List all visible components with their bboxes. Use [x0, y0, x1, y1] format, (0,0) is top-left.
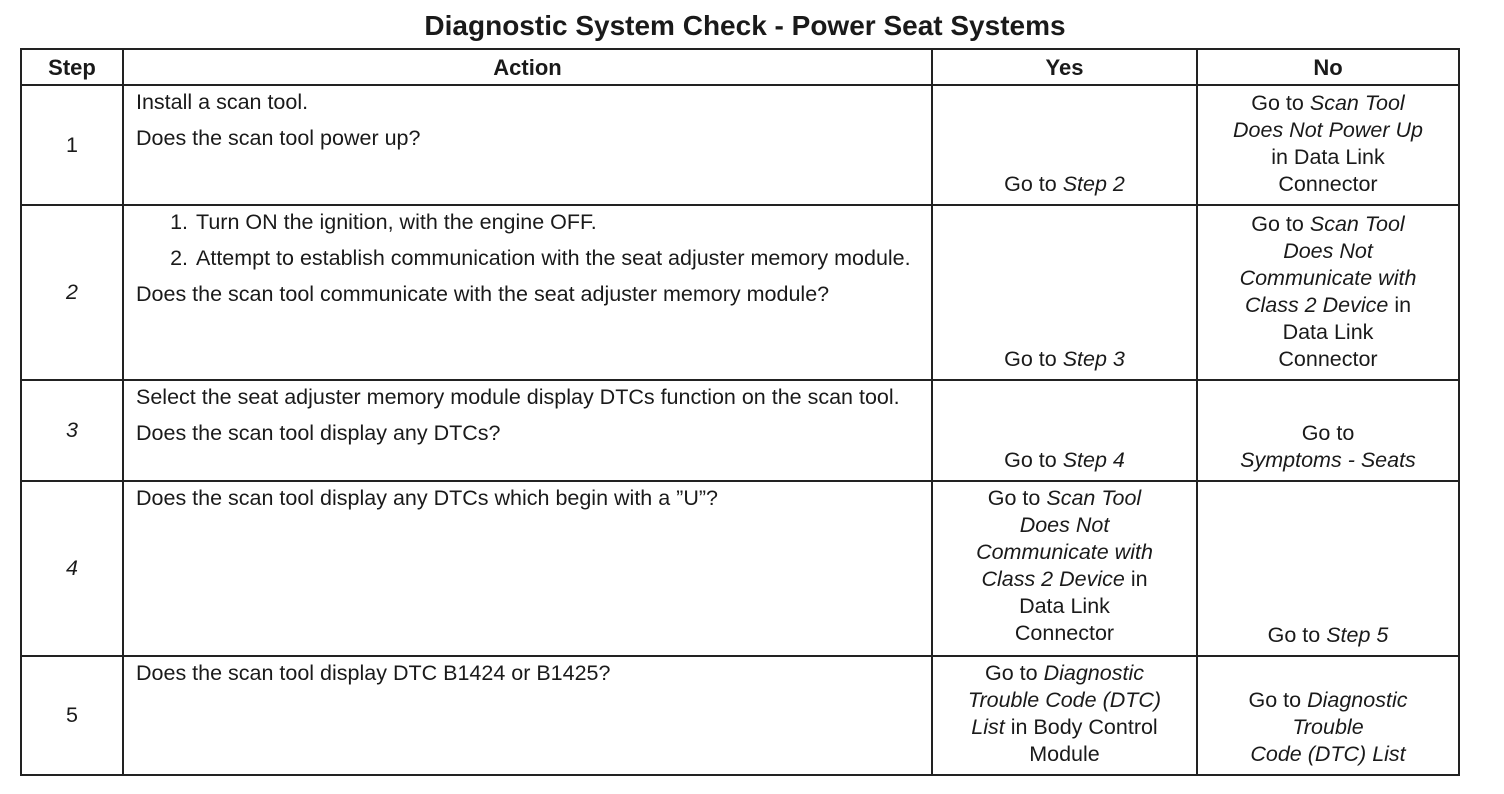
step-number: 5 [20, 655, 124, 776]
yes-suffix: Connector [1014, 621, 1115, 645]
yes-prefix: Go to [1004, 448, 1057, 472]
action-question: Does the scan tool display any DTCs? [136, 421, 501, 445]
table-row: 4 Does the scan tool display any DTCs wh… [20, 480, 1460, 657]
no-reference: Scan Tool [1309, 212, 1405, 236]
no-prefix: Go to [1301, 421, 1355, 445]
yes-reference: Step 3 [1062, 347, 1125, 371]
no-cell: Go to Step 5 [1196, 480, 1460, 657]
action-steps-list: Turn ON the ignition, with the engine OF… [136, 209, 925, 272]
yes-reference: Scan Tool [1046, 486, 1142, 510]
action-cell: Select the seat adjuster memory module d… [122, 379, 933, 482]
yes-cell: Go to Step 2 [931, 84, 1198, 206]
no-reference: Class 2 Device [1244, 293, 1389, 317]
yes-reference: Communicate with [976, 540, 1153, 564]
yes-reference: Does Not [1019, 513, 1110, 537]
list-item: Attempt to establish communication with … [194, 245, 925, 272]
no-prefix: Go to [1248, 688, 1302, 712]
no-reference: Communicate with [1239, 266, 1417, 290]
action-instruction: Select the seat adjuster memory module d… [136, 385, 900, 409]
list-item: Turn ON the ignition, with the engine OF… [194, 209, 925, 236]
header-step: Step [20, 48, 124, 86]
yes-cell: Go to Step 4 [931, 379, 1198, 482]
header-no: No [1196, 48, 1460, 86]
yes-reference: List [971, 715, 1005, 739]
table-row: 1 Install a scan tool. Does the scan too… [20, 84, 1460, 206]
action-question: Does the scan tool display any DTCs whic… [136, 486, 718, 510]
yes-prefix: Go to [987, 486, 1041, 510]
yes-cell: Go to Step 3 [931, 204, 1198, 381]
action-question: Does the scan tool display DTC B1424 or … [136, 661, 611, 685]
no-reference: Trouble [1292, 715, 1364, 739]
yes-prefix: Go to [1004, 347, 1057, 371]
header-yes: Yes [931, 48, 1198, 86]
no-suffix: Connector [1278, 347, 1378, 371]
diagnostic-table: Step Action Yes No 1 Install a scan tool… [20, 48, 1460, 776]
no-suffix: in Data Link [1271, 145, 1385, 169]
yes-cell: Go to Diagnostic Trouble Code (DTC) List… [931, 655, 1198, 776]
step-number: 3 [20, 379, 124, 482]
table-row: 3 Select the seat adjuster memory module… [20, 379, 1460, 482]
no-cell: Go to Diagnostic Trouble Code (DTC) List [1196, 655, 1460, 776]
yes-reference: Step 4 [1062, 448, 1125, 472]
no-suffix: Data Link [1282, 320, 1374, 344]
no-prefix: Go to [1251, 91, 1304, 115]
yes-prefix: Go to [1004, 172, 1057, 196]
no-suffix: Connector [1278, 172, 1378, 196]
yes-reference: Step 2 [1062, 172, 1125, 196]
step-number: 1 [20, 84, 124, 206]
no-cell: Go to Scan Tool Does Not Power Up in Dat… [1196, 84, 1460, 206]
table-row: 5 Does the scan tool display DTC B1424 o… [20, 655, 1460, 776]
action-cell: Install a scan tool. Does the scan tool … [122, 84, 933, 206]
action-cell: Does the scan tool display DTC B1424 or … [122, 655, 933, 776]
table-header-row: Step Action Yes No [20, 48, 1460, 86]
yes-reference: Trouble Code (DTC) [967, 688, 1162, 712]
yes-prefix: Go to [985, 661, 1038, 685]
no-reference: Step 5 [1326, 623, 1389, 647]
no-reference: Diagnostic [1307, 688, 1408, 712]
no-reference: Does Not Power Up [1233, 118, 1423, 142]
yes-suffix: in [1130, 567, 1148, 591]
yes-reference: Diagnostic [1043, 661, 1144, 685]
yes-reference: Class 2 Device [981, 567, 1125, 591]
table-row: 2 Turn ON the ignition, with the engine … [20, 204, 1460, 381]
action-question: Does the scan tool power up? [136, 126, 421, 150]
no-reference: Does Not [1283, 239, 1373, 263]
yes-cell: Go to Scan Tool Does Not Communicate wit… [931, 480, 1198, 657]
step-number: 4 [20, 480, 124, 657]
no-prefix: Go to [1251, 212, 1304, 236]
action-cell: Does the scan tool display any DTCs whic… [122, 480, 933, 657]
no-cell: Go to Symptoms - Seats [1196, 379, 1460, 482]
no-reference: Code (DTC) List [1250, 742, 1406, 766]
yes-suffix: Data Link [1019, 594, 1110, 618]
no-reference: Scan Tool [1309, 91, 1405, 115]
action-cell: Turn ON the ignition, with the engine OF… [122, 204, 933, 381]
action-instruction: Install a scan tool. [136, 90, 309, 114]
header-action: Action [122, 48, 933, 86]
no-cell: Go to Scan Tool Does Not Communicate wit… [1196, 204, 1460, 381]
yes-suffix: Module [1029, 742, 1100, 766]
no-prefix: Go to [1267, 623, 1321, 647]
no-suffix: in [1394, 293, 1412, 317]
step-number: 2 [20, 204, 124, 381]
action-question: Does the scan tool communicate with the … [136, 282, 830, 306]
yes-suffix: in Body Control [1010, 715, 1158, 739]
no-reference: Symptoms - Seats [1240, 448, 1416, 472]
page-title: Diagnostic System Check - Power Seat Sys… [424, 10, 1066, 41]
